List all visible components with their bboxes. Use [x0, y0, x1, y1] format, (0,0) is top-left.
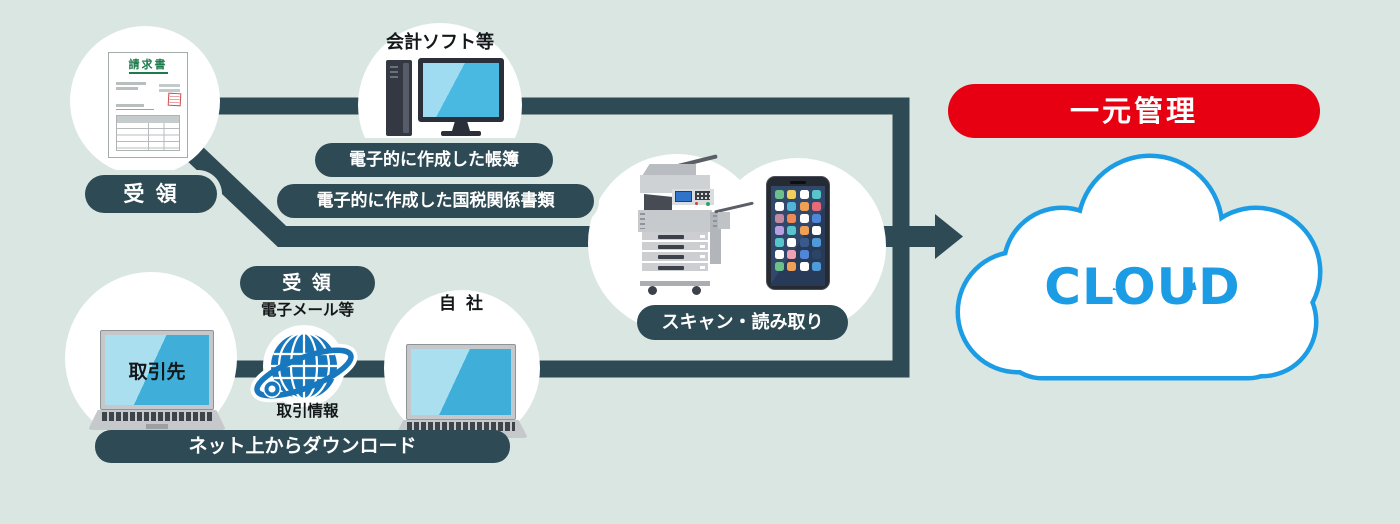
pc-monitor-icon: [418, 58, 504, 122]
receipt-pill-bottom: 受 領: [240, 266, 375, 300]
invoice-text-line: [159, 89, 180, 92]
copier-scanner-icon: [638, 154, 754, 295]
pc-monitor-base: [441, 131, 481, 136]
cloud-title: CLOUD: [1044, 258, 1241, 316]
phone-app-icon: [812, 202, 822, 211]
phone-app-icon: [787, 190, 797, 199]
phone-app-icon: [787, 214, 797, 223]
partner-laptop-screen: 取引先: [105, 335, 209, 405]
partner-laptop-icon: 取引先: [100, 330, 214, 410]
phone-app-icon: [812, 238, 822, 247]
pc-monitor-stand: [452, 122, 470, 131]
receipt-pill-top: 受 領: [85, 175, 217, 213]
invoice-amount-line: [116, 103, 154, 110]
tax-documents-pill: 電子的に作成した国税関係書類: [277, 184, 594, 218]
invoice-text-line: [116, 82, 146, 85]
copier-wheel: [692, 286, 701, 295]
copier-adf-lid: [642, 164, 696, 176]
unified-management-badge: 一元管理: [948, 84, 1320, 138]
phone-app-icon: [774, 202, 784, 211]
phone-app-icon: [774, 238, 784, 247]
internet-globe-icon: [250, 325, 358, 407]
transaction-info-label: 取引情報: [276, 402, 339, 420]
copier-red-button: [695, 202, 698, 205]
email-label: 電子メール等: [260, 301, 354, 319]
phone-app-icon: [787, 202, 797, 211]
copier-panel-buttons: [695, 191, 710, 200]
invoice-text-line: [116, 87, 138, 90]
copier-drawer: [642, 232, 708, 243]
partner-laptop-keys: [101, 412, 213, 421]
partner-label: 取引先: [128, 360, 186, 383]
phone-app-icon: [799, 202, 809, 211]
pc-tower-icon: [386, 60, 412, 136]
phone-app-icon: [812, 214, 822, 223]
phone-app-icon: [787, 238, 797, 247]
copier-mid-body: [638, 210, 712, 232]
phone-app-icon: [787, 262, 797, 271]
phone-app-grid: [771, 186, 825, 286]
phone-speaker: [790, 181, 806, 184]
own-company-label: 自 社: [439, 294, 485, 314]
phone-app-icon: [812, 190, 822, 199]
pc-screen: [423, 63, 499, 117]
own-laptop-keys: [407, 422, 515, 431]
phone-app-icon: [787, 250, 797, 259]
phone-app-icon: [774, 190, 784, 199]
invoice-title: 請求書: [128, 58, 168, 75]
phone-app-icon: [774, 226, 784, 235]
electronic-ledger-pill: 電子的に作成した帳簿: [315, 143, 553, 177]
copier-drawer: [642, 262, 708, 273]
copier-green-button: [706, 202, 710, 206]
phone-app-icon: [812, 226, 822, 235]
partner-laptop-trackpad: [145, 424, 169, 429]
copier-head: [640, 175, 710, 193]
copier-drawer: [642, 252, 708, 263]
accounting-software-label: 会計ソフト等: [386, 32, 494, 53]
phone-app-icon: [787, 226, 797, 235]
phone-app-icon: [774, 262, 784, 271]
copier-drawers: [642, 232, 708, 281]
copier-toner-door: [644, 194, 672, 210]
arrow-head-icon: [935, 214, 963, 259]
phone-app-icon: [799, 190, 809, 199]
phone-app-icon: [812, 262, 822, 271]
copier-side-panel: [710, 212, 721, 264]
smartphone-icon: [766, 176, 830, 290]
copier-base: [640, 281, 710, 286]
phone-app-icon: [799, 262, 809, 271]
phone-app-icon: [799, 238, 809, 247]
phone-app-icon: [799, 214, 809, 223]
own-laptop-screen: [411, 349, 511, 415]
invoice-table: [116, 115, 180, 151]
scan-read-pill: スキャン・読み取り: [637, 305, 848, 340]
cloud-icon: [955, 153, 1323, 381]
hanko-stamp-icon: [167, 92, 182, 107]
copier-output-tray: [718, 212, 730, 229]
own-laptop-icon: [406, 344, 516, 420]
partner-laptop-base: [88, 410, 226, 430]
phone-app-icon: [799, 226, 809, 235]
copier-wheel: [648, 286, 657, 295]
phone-app-icon: [812, 250, 822, 259]
download-banner: ネット上からダウンロード: [95, 430, 510, 463]
copier-drawer: [642, 242, 708, 253]
phone-app-icon: [774, 250, 784, 259]
phone-app-icon: [774, 214, 784, 223]
copier-panel-screen: [675, 191, 692, 202]
phone-app-icon: [799, 250, 809, 259]
invoice-document-icon: 請求書: [108, 52, 188, 158]
invoice-text-line: [159, 84, 180, 87]
